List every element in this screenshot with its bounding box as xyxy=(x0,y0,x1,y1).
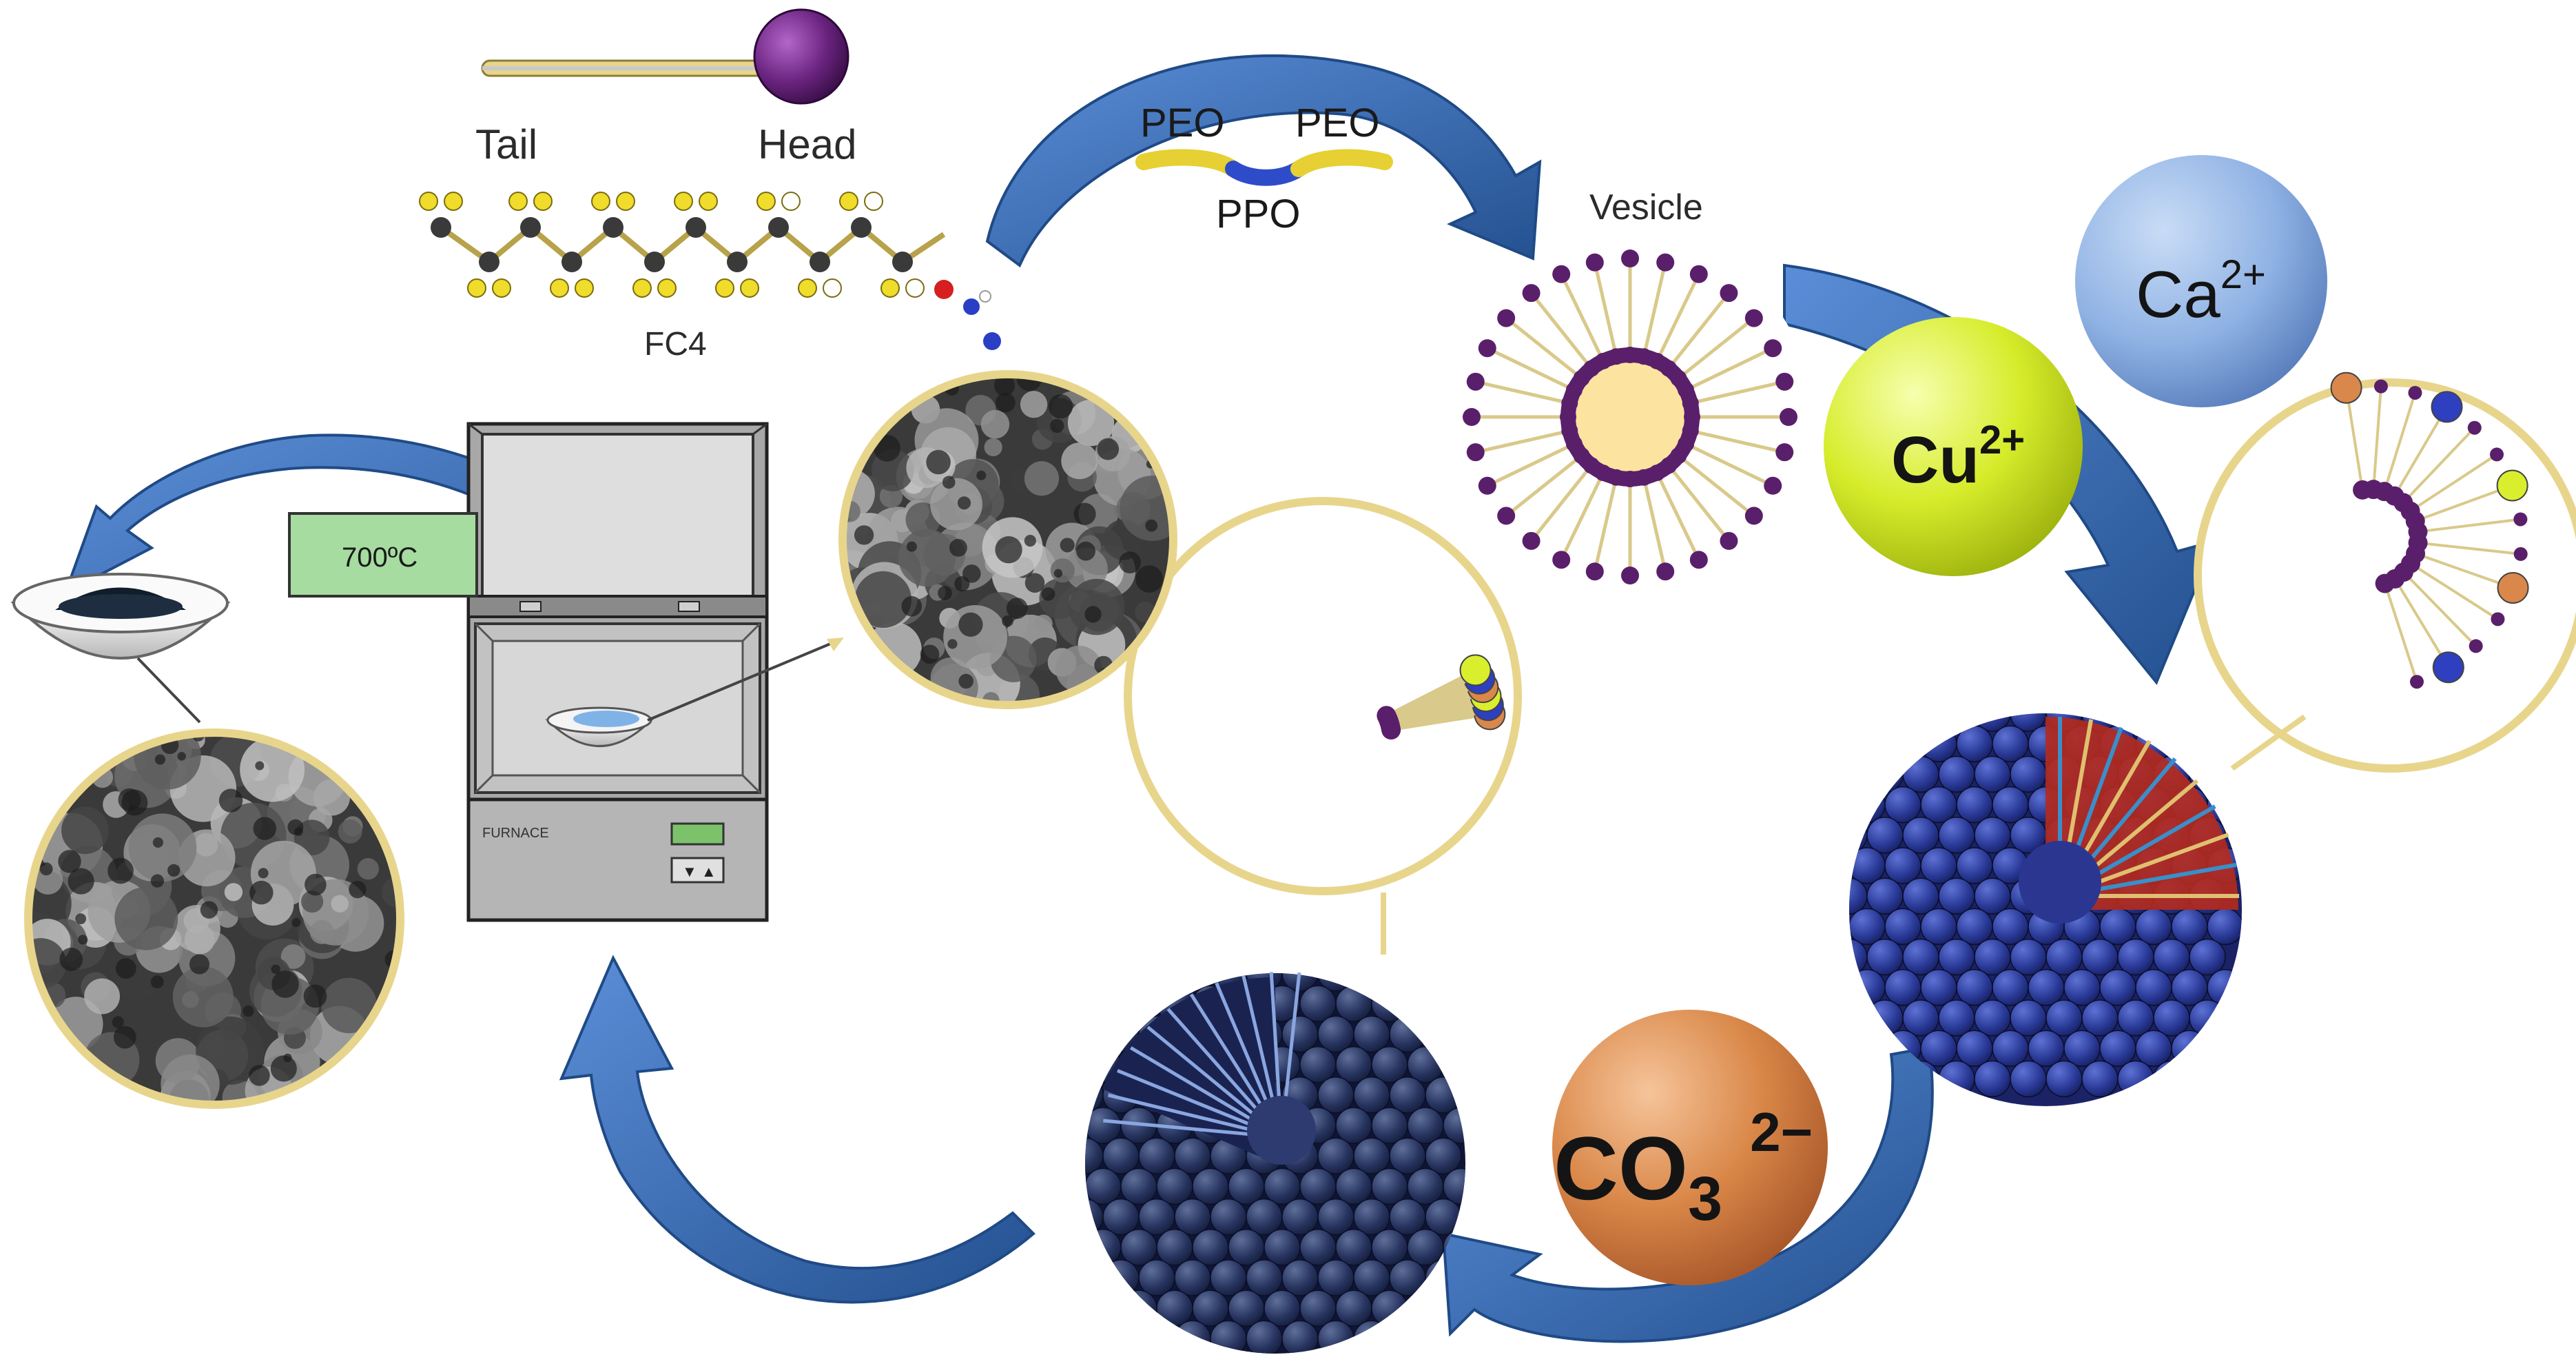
co3-ion-sphere: CO3 2− xyxy=(1552,1010,1828,1285)
connector-crucible-to-sem xyxy=(136,657,201,724)
co3-ion-subscript: 3 xyxy=(1688,1165,1722,1234)
vesicle-icon xyxy=(1447,234,1813,600)
detail-circle-middle xyxy=(1124,497,1522,895)
furnace-icon: ▼ ▲ FURNACE xyxy=(466,422,769,922)
nanoparticle-shell-right xyxy=(1849,713,2242,1106)
shell-middle-cutaway xyxy=(1102,972,1316,1165)
shell-right-cutaway xyxy=(2019,717,2239,924)
ca-ion-symbol: Ca xyxy=(2136,258,2220,332)
connector-right xyxy=(2230,714,2307,771)
sem-micrograph-middle xyxy=(838,370,1177,709)
label-head: Head xyxy=(758,121,856,167)
ca-ion-label: Ca2+ xyxy=(2136,252,2266,332)
arrow-bottom-right xyxy=(1441,1046,1934,1343)
label-peo-right: PEO xyxy=(1295,101,1380,145)
label-vesicle: Vesicle xyxy=(1589,187,1703,227)
co3-ion-label: CO3 2− xyxy=(1554,1101,1813,1234)
cu-ion-label: Cu2+ xyxy=(1891,418,2025,497)
label-ppo: PPO xyxy=(1216,192,1301,236)
label-tail: Tail xyxy=(475,121,537,167)
arrow-top-arc xyxy=(985,54,1542,268)
crucible-bowl-icon xyxy=(10,573,231,660)
connector-furnace-to-sem xyxy=(647,640,838,722)
crucible-in-furnace-icon xyxy=(545,706,654,747)
co3-ion-charge: 2− xyxy=(1750,1101,1813,1163)
detail-circle-right xyxy=(2194,371,2576,773)
peo-ppo-peo-icon xyxy=(1135,149,1393,186)
fc4-molecule-icon xyxy=(419,192,1001,350)
temperature-label: 700ºC xyxy=(342,542,418,573)
nanoparticle-shell-middle xyxy=(1085,972,1465,1354)
ca-ion-charge: 2+ xyxy=(2220,252,2266,297)
label-peo-left: PEO xyxy=(1140,101,1225,145)
sem-micrograph-left xyxy=(24,728,404,1109)
ca-ion-sphere: Ca2+ xyxy=(2075,155,2327,407)
surfactant-head-icon xyxy=(753,8,849,105)
label-fc4: FC4 xyxy=(644,326,707,363)
cu-ion-charge: 2+ xyxy=(1979,418,2025,462)
surfactant-molecule-icon xyxy=(481,8,849,105)
arrow-bottom-left xyxy=(559,955,1035,1304)
furnace-label: FURNACE xyxy=(482,826,549,841)
temperature-badge: 700ºC xyxy=(288,512,478,598)
cu-ion-sphere: Cu2+ xyxy=(1824,317,2083,576)
cu-ion-symbol: Cu xyxy=(1891,423,1979,497)
co3-ion-symbol: CO xyxy=(1554,1118,1688,1219)
svg-text:▼ ▲: ▼ ▲ xyxy=(682,863,717,880)
